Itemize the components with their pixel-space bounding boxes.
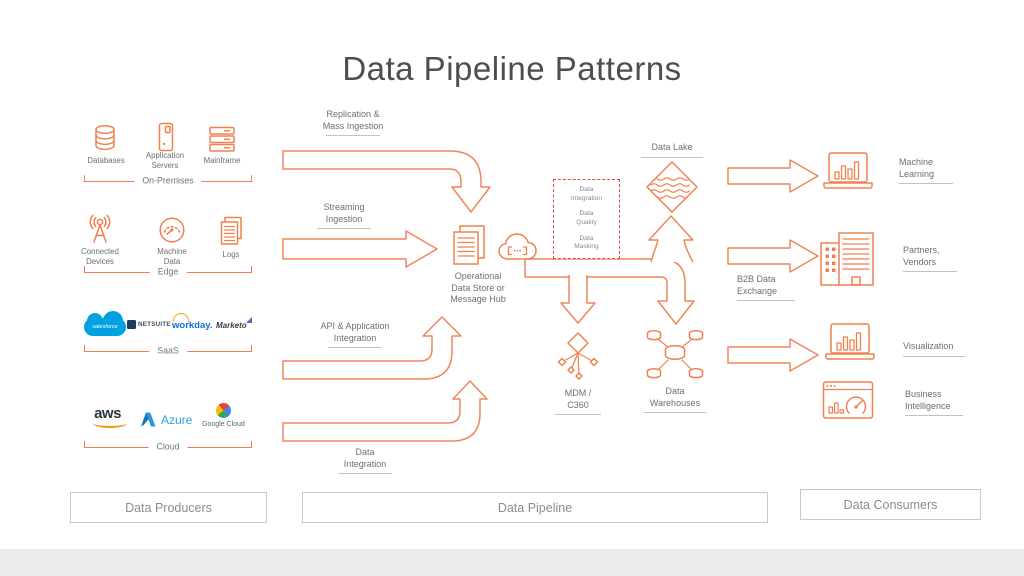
google-cloud-logo: Google Cloud [202,403,245,428]
app-server-icon [156,122,176,152]
arrow-b2b-exchange [727,239,819,273]
salesforce-logo-text: salesforce [92,324,118,330]
label-machine-data: Machine Data [157,247,187,266]
cloud-hub-icon [494,228,546,266]
label-data-lake: Data Lake [628,142,716,158]
workday-logo: workday. [172,313,213,331]
arrow-api-application-integration [282,316,462,380]
salesforce-cloud-shape [84,311,126,336]
label-mainframe: Mainframe [203,156,241,165]
bracket-label-saas: SaaS [149,345,187,356]
database-icon [92,124,118,152]
bracket-label-cloud: Cloud [148,441,188,452]
laptop-chart-icon-viz [824,323,876,363]
laptop-chart-icon-ml [822,152,874,192]
arrow-replication-mass-ingestion [282,150,491,213]
label-data-warehouses: Data Warehouses [638,386,712,413]
footer-label-data-consumers: Data Consumers [843,497,938,512]
bracket-on-premises: On-Premises [84,175,252,186]
bracket-label-edge: Edge [149,266,187,277]
marketo-logo-text: Marketo [216,321,247,330]
netsuite-mark-icon [127,320,136,329]
aws-logo: aws [88,406,127,428]
warehouse-icon [643,327,707,381]
label-streaming-ingestion: Streaming Ingestion [296,202,392,229]
workday-logo-text: workday. [172,320,213,331]
page-title: Data Pipeline Patterns [342,50,682,87]
arrow-data-integration [282,380,488,442]
aws-logo-text: aws [94,405,121,422]
antenna-icon [86,214,114,244]
pipeline-bar-to-warehouses [524,258,695,325]
label-databases: Databases [87,156,125,165]
label-partners-vendors: Partners, Vendors [903,245,963,272]
label-mdm-c360: MDM / C360 [546,388,610,415]
salesforce-logo: salesforce [84,311,126,338]
browser-gauge-icon [822,379,874,421]
label-business-intelligence: Business Intelligence [905,389,967,416]
google-cloud-logo-text: Google Cloud [202,421,245,428]
footer-box-data-consumers: Data Consumers [800,489,981,520]
bracket-label-on-premises: On-Premises [134,175,202,186]
azure-logo: Azure [140,411,192,428]
buildings-icon [818,231,876,287]
azure-logo-text: Azure [161,412,193,427]
label-replication-mass-ingestion: Replication & Mass Ingestion [293,109,413,136]
label-b2b-data-exchange: B2B Data Exchange [737,274,799,301]
arrow-visualization-bi [727,338,819,372]
label-application-servers: Application Servers [145,151,185,170]
google-cloud-mark-icon [215,403,231,418]
label-visualization: Visualization [903,341,973,357]
governance-box: Data Integration Data Quality Data Maski… [553,179,620,259]
slide-edge-strip [0,549,1024,576]
mdm-tree-icon [552,331,604,383]
netsuite-logo: NETSUITE [127,320,171,329]
label-api-application-integration: API & Application Integration [295,321,415,348]
netsuite-logo-text: NETSUITE [138,321,171,328]
azure-triangle-icon [141,412,156,427]
mainframe-icon [208,126,236,152]
pipeline-branch-data-lake [648,215,694,263]
label-connected-devices: Connected Devices [81,247,119,266]
bracket-saas: SaaS [84,345,252,356]
arrow-machine-learning [727,159,819,193]
aws-smile-icon [93,419,127,428]
footer-box-data-producers: Data Producers [70,492,267,523]
label-operational-data-store: Operational Data Store or Message Hub [450,271,506,305]
gauge-icon [158,216,186,244]
governance-data-masking: Data Masking [574,234,599,251]
bracket-edge: Edge [84,266,252,277]
arrow-streaming-ingestion [282,230,438,268]
governance-data-integration: Data Integration [570,186,603,202]
marketo-logo: Marketo [216,317,252,330]
documents-icon [448,224,496,268]
footer-box-data-pipeline: Data Pipeline [302,492,768,523]
data-lake-icon [645,160,699,214]
logs-icon [218,216,244,246]
footer-label-data-pipeline: Data Pipeline [497,500,573,515]
pipeline-branch-mdm [560,275,596,324]
governance-data-quality: Data Quality [576,210,597,226]
bracket-cloud: Cloud [84,441,252,452]
footer-label-data-producers: Data Producers [125,500,212,515]
label-machine-learning: Machine Learning [899,157,959,184]
label-data-integration-arrow: Data Integration [317,447,413,474]
label-logs: Logs [222,250,240,259]
